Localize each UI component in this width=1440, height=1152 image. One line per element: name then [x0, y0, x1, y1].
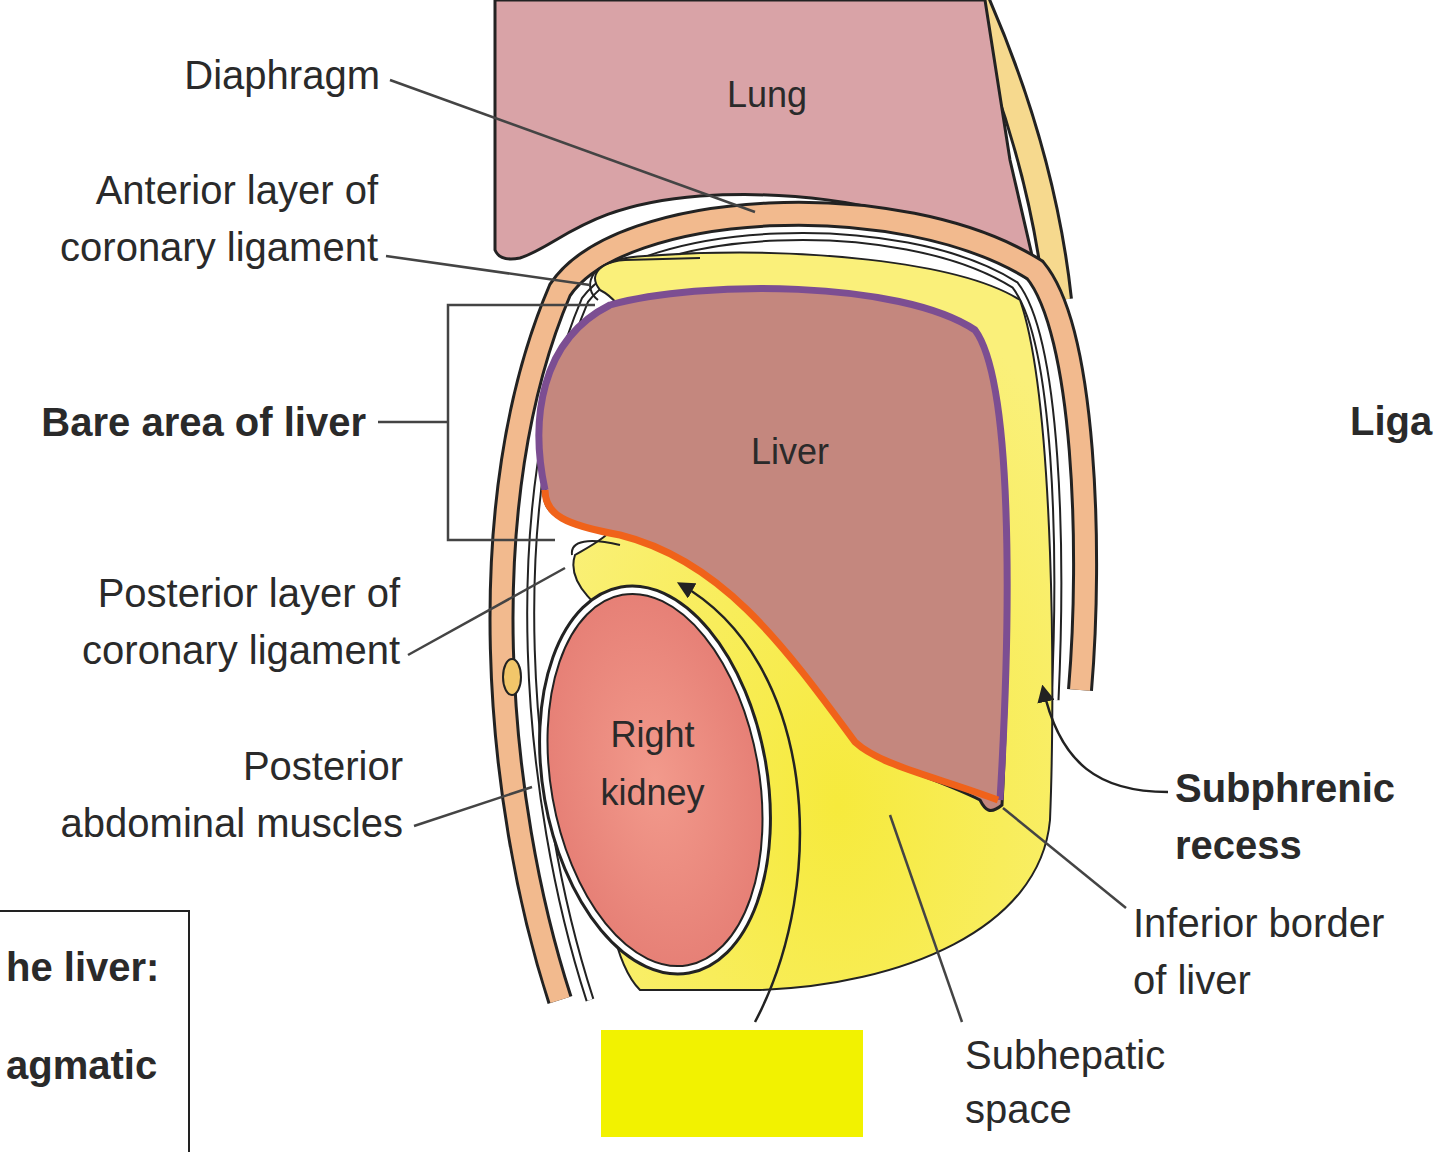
organ-label: Liver [705, 430, 875, 474]
anatomy-label: Diaphragm [60, 47, 380, 104]
bracket [448, 305, 595, 540]
organ-name: Liver [705, 430, 875, 474]
anatomy-label: Inferior border of liver [1133, 895, 1405, 1009]
key-text: he liver: [6, 942, 188, 992]
anterior-coronary-fold [590, 258, 700, 300]
posterior-coronary-fold [572, 541, 620, 555]
anatomy-label: Posterior layer of coronary ligament [48, 565, 400, 679]
leader-line [386, 256, 590, 285]
organ-name: Right kidney [590, 706, 715, 822]
highlight-block [601, 1030, 863, 1137]
organ-name: Lung [682, 73, 852, 117]
leader-line [414, 787, 532, 826]
leader-line [890, 815, 962, 1022]
recess-arrow [1043, 688, 1168, 792]
leader-line [378, 421, 448, 424]
diaphragm [502, 214, 1086, 1000]
kidney-shape [520, 577, 790, 983]
anatomy-label: Subphrenic recess [1175, 760, 1420, 874]
small-vessel [503, 659, 521, 695]
leader-line [390, 80, 755, 212]
diaphragmatic-surface [539, 289, 1007, 800]
anatomy-label: Subhepatic space [965, 1028, 1187, 1136]
diaphragm-outline [502, 214, 1086, 1000]
leader-line [1003, 808, 1126, 908]
liver-shape [539, 289, 1008, 811]
organ-label: Lung [682, 73, 852, 117]
key-box: he liver: agmatic [0, 910, 190, 1152]
anatomy-label: Liga [1350, 393, 1436, 450]
anatomy-label: Posterior abdominal muscles [49, 738, 403, 852]
anatomy-label: Bare area of liver [0, 394, 366, 451]
kidney-peritoneum [511, 568, 800, 993]
key-text: agmatic [6, 1040, 188, 1090]
anatomy-label: Anterior layer of coronary ligament [26, 162, 378, 276]
leader-line [408, 568, 565, 655]
organ-label: Right kidney [590, 706, 715, 822]
